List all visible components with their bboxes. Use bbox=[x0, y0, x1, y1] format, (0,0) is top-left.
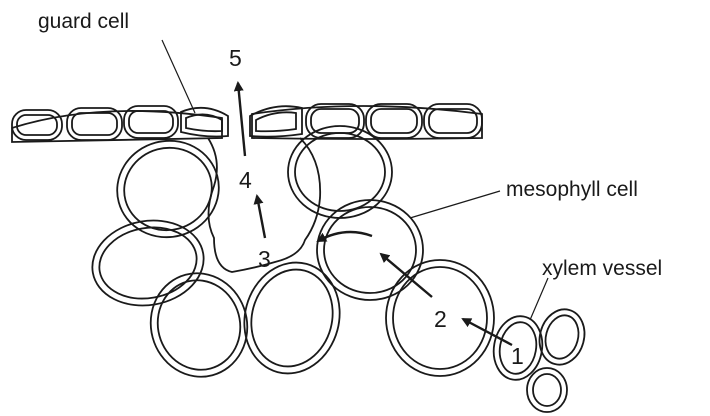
step-number-5: 5 bbox=[229, 45, 242, 71]
xylem-vessel-label: xylem vessel bbox=[542, 257, 662, 280]
arrow-2-to-3 bbox=[379, 252, 433, 298]
arrow-3-to-air-space bbox=[316, 230, 373, 243]
mesophyll-cell-label: mesophyll cell bbox=[506, 178, 638, 201]
guard-cell-right bbox=[249, 105, 303, 138]
epidermal-cells-right bbox=[305, 103, 483, 139]
upper-epidermis bbox=[11, 105, 483, 143]
mesophyll-cells bbox=[91, 125, 495, 378]
epidermal-cells-left bbox=[11, 105, 179, 141]
guard-cell-leader-line bbox=[161, 39, 196, 114]
mesophyll-cell-leader-line bbox=[409, 190, 501, 219]
arrow-3-to-4 bbox=[253, 194, 267, 239]
guard-cell-left bbox=[180, 106, 229, 138]
xylem-vessels bbox=[492, 308, 586, 413]
step-number-2: 2 bbox=[434, 306, 447, 332]
step-number-1: 1 bbox=[511, 343, 524, 369]
guard-cell-label: guard cell bbox=[38, 10, 129, 33]
xylem-vessel-leader-line bbox=[529, 277, 549, 321]
step-number-4: 4 bbox=[239, 167, 252, 193]
arrow-4-to-5 bbox=[233, 81, 247, 157]
step-number-3: 3 bbox=[258, 246, 271, 272]
arrow-1-to-2 bbox=[461, 317, 513, 347]
